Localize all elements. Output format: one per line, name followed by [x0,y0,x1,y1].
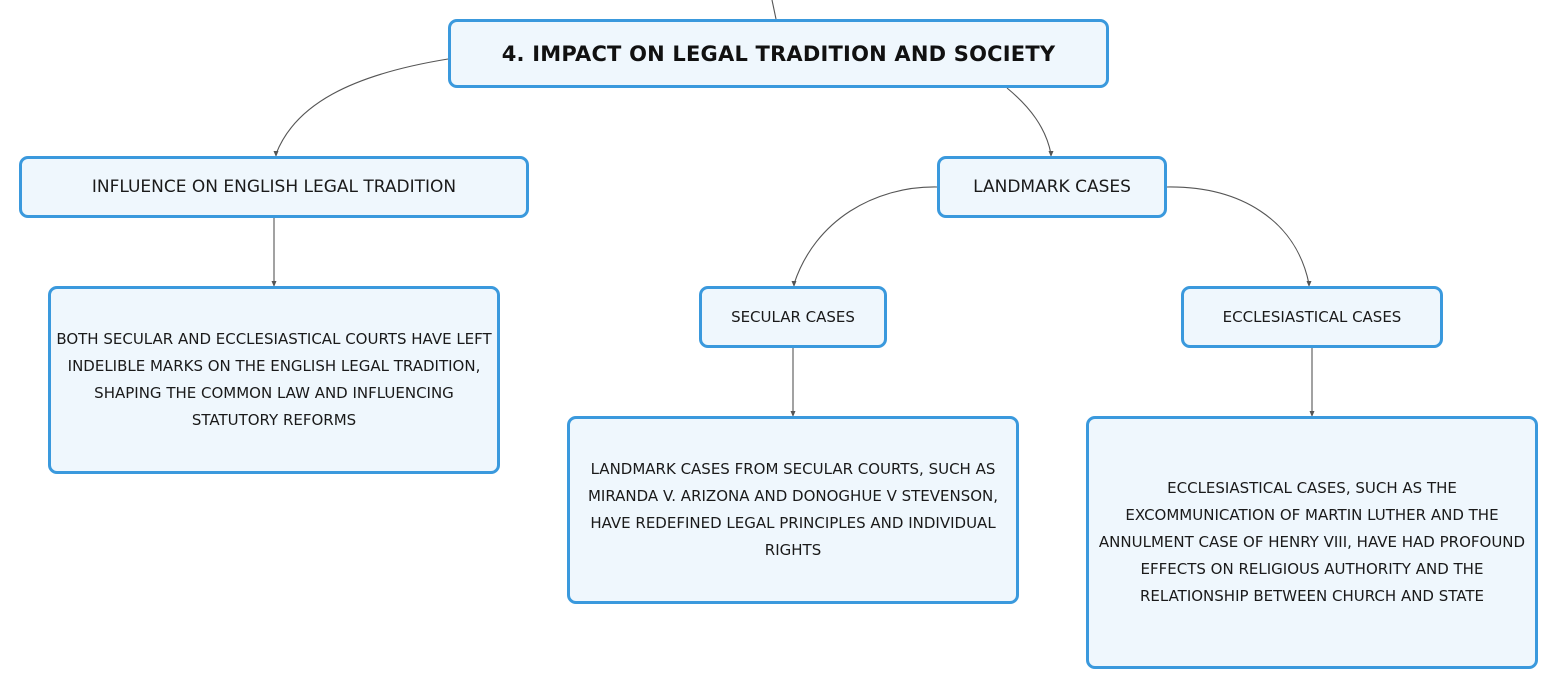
secular-cases-description-text: LANDMARK CASES FROM SECULAR COURTS, SUCH… [587,460,999,559]
influence-topic-node[interactable]: INFLUENCE ON ENGLISH LEGAL TRADITION [19,156,529,218]
connector-from-parent [771,0,777,20]
arrowhead-icon [273,151,279,157]
ecclesiastical-cases-title: ECCLESIASTICAL CASES [1222,308,1402,326]
landmark-cases-title: LANDMARK CASES [973,177,1131,197]
secular-cases-title: SECULAR CASES [731,308,855,326]
influence-description-node[interactable]: BOTH SECULAR AND ECCLESIASTICAL COURTS H… [48,286,500,474]
ecclesiastical-cases-description-node[interactable]: ECCLESIASTICAL CASES, SUCH AS THE EXCOMM… [1086,416,1538,669]
ecclesiastical-cases-node[interactable]: ECCLESIASTICAL CASES [1181,286,1443,348]
arrowhead-icon [790,411,796,417]
connector-root-to-landmark [1006,87,1052,155]
arrowhead-icon [1306,281,1312,287]
landmark-cases-node[interactable]: LANDMARK CASES [937,156,1167,218]
arrowhead-icon [1048,151,1054,157]
arrowhead-icon [271,281,277,287]
root-topic-node[interactable]: 4. IMPACT ON LEGAL TRADITION AND SOCIETY [448,19,1109,88]
secular-cases-description-node[interactable]: LANDMARK CASES FROM SECULAR COURTS, SUCH… [567,416,1019,604]
connector-landmark-to-secular [793,186,938,285]
connector-root-to-influence [275,58,449,155]
influence-topic-title: INFLUENCE ON ENGLISH LEGAL TRADITION [91,177,457,197]
ecclesiastical-cases-description-text: ECCLESIASTICAL CASES, SUCH AS THE EXCOMM… [1098,479,1526,605]
secular-cases-node[interactable]: SECULAR CASES [699,286,887,348]
influence-description-text: BOTH SECULAR AND ECCLESIASTICAL COURTS H… [56,330,492,429]
arrowhead-icon [791,281,797,287]
root-topic-title: 4. IMPACT ON LEGAL TRADITION AND SOCIETY [501,41,1056,66]
connector-landmark-to-ecclesiastical [1166,186,1310,285]
arrowhead-icon [1309,411,1315,417]
